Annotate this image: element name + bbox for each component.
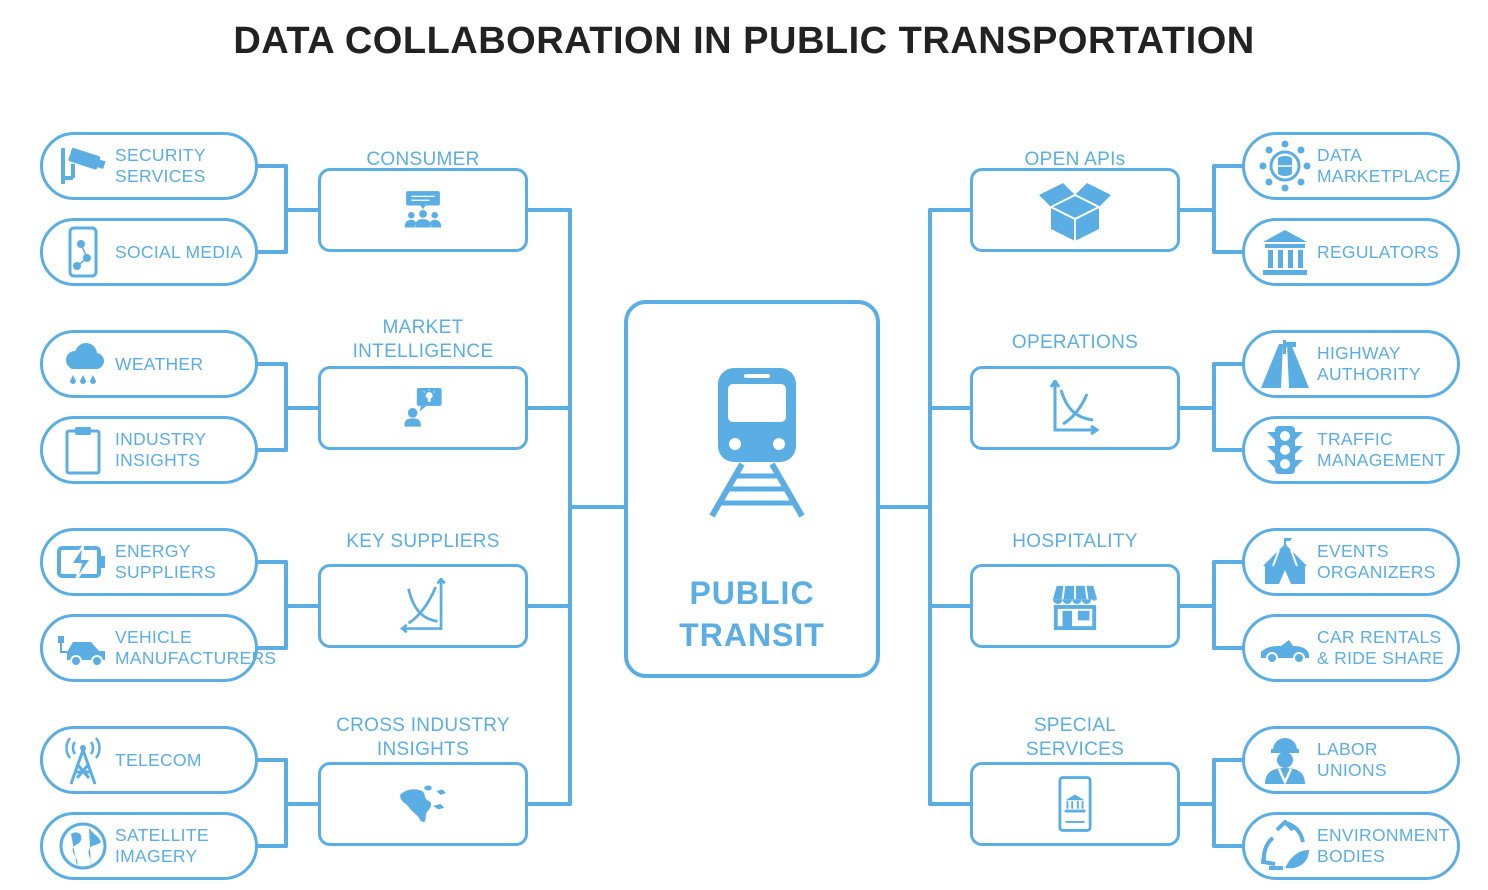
category-box-key-suppliers[interactable] [318,564,528,648]
source-pill-energy-suppliers[interactable]: ENERGY SUPPLIERS [40,528,258,596]
supply-demand-chart-icon [399,578,447,634]
source-label: VEHICLE MANUFACTURERS [115,627,277,668]
category-label-operations: OPERATIONS [1011,332,1139,353]
category-label-consumer: CONSUMER [366,149,480,170]
security-camera-icon [57,140,109,192]
consumer-group-icon [397,191,449,229]
source-label: CAR RENTALS & RIDE SHARE [1317,627,1445,668]
source-label: SATELLITE IMAGERY [115,825,209,866]
idea-person-icon [403,388,443,428]
category-label-cross-industry-insights: CROSS INDUSTRY INSIGHTS [336,715,510,760]
category-label-special-services: SPECIAL SERVICES [1025,715,1125,760]
source-pill-traffic-management[interactable]: TRAFFIC MANAGEMENT [1242,416,1460,484]
source-label: REGULATORS [1317,241,1439,262]
category-label-hospitality: HOSPITALITY [1012,531,1138,552]
source-pill-weather[interactable]: WEATHER [40,330,258,398]
category-label-market-intelligence: MARKET INTELLIGENCE [352,317,494,362]
category-box-consumer[interactable] [318,168,528,252]
battery-icon [57,536,109,588]
train-icon [709,368,805,518]
government-building-icon [1259,226,1311,278]
source-label: ENERGY SUPPLIERS [115,541,216,582]
source-pill-industry-insights[interactable]: INDUSTRY INSIGHTS [40,416,258,484]
category-label-open-apis: OPEN APIs [1024,149,1126,170]
storefront-icon [1050,582,1100,630]
category-box-operations[interactable] [970,366,1180,450]
worker-icon [1259,734,1311,786]
source-label: LABOR UNIONS [1317,739,1387,780]
source-pill-telecom[interactable]: TELECOM [40,726,258,794]
antenna-tower-icon [57,734,109,786]
source-label: TRAFFIC MANAGEMENT [1317,429,1446,470]
source-label: WEATHER [115,353,204,374]
source-pill-environment-bodies[interactable]: ENVIRONMENT BODIES [1242,812,1460,880]
highway-icon [1259,338,1311,390]
electric-car-icon [57,622,109,674]
operations-chart-icon [1049,380,1101,436]
clipboard-icon [57,424,109,476]
category-box-open-apis[interactable] [970,168,1180,252]
source-pill-vehicle-manufacturers[interactable]: VEHICLE MANUFACTURERS [40,614,276,682]
source-label: DATA MARKETPLACE [1317,145,1451,186]
recycle-leaf-icon [1259,820,1311,872]
circus-tent-icon [1259,536,1311,588]
source-pill-highway-authority[interactable]: HIGHWAY AUTHORITY [1242,330,1460,398]
source-label: INDUSTRY INSIGHTS [115,429,207,470]
convertible-car-icon [1259,622,1311,674]
rain-cloud-icon [57,338,109,390]
source-label: EVENTS ORGANIZERS [1317,541,1436,582]
source-label: HIGHWAY AUTHORITY [1317,343,1421,384]
category-box-market-intelligence[interactable] [318,366,528,450]
world-map-icon [394,782,452,826]
source-pill-data-marketplace[interactable]: DATA MARKETPLACE [1242,132,1460,200]
category-box-special-services[interactable] [970,762,1180,846]
open-box-icon [1039,175,1111,245]
source-label: TELECOM [115,749,202,770]
category-box-cross-industry-insights[interactable] [318,762,528,846]
database-network-icon [1259,140,1311,192]
page-title: DATA COLLABORATION IN PUBLIC TRANSPORTAT… [233,20,1255,62]
source-pill-labor-unions[interactable]: LABOR UNIONS [1242,726,1460,794]
source-label: SECURITY SERVICES [115,145,206,186]
source-pill-satellite-imagery[interactable]: SATELLITE IMAGERY [40,812,258,880]
source-pill-car-rentals-ride-share[interactable]: CAR RENTALS & RIDE SHARE [1242,614,1460,682]
source-label: ENVIRONMENT BODIES [1317,825,1450,866]
mobile-bank-icon [1058,774,1092,834]
source-pill-events-organizers[interactable]: EVENTS ORGANIZERS [1242,528,1460,596]
globe-icon [57,820,109,872]
social-phone-icon [57,226,109,278]
category-label-key-suppliers: KEY SUPPLIERS [346,531,500,552]
source-pill-security-services[interactable]: SECURITY SERVICES [40,132,258,200]
center-label: PUBLIC TRANSIT [679,575,825,653]
source-pill-regulators[interactable]: REGULATORS [1242,218,1460,286]
category-box-hospitality[interactable] [970,564,1180,648]
source-pill-social-media[interactable]: SOCIAL MEDIA [40,218,258,286]
center-node[interactable]: PUBLIC TRANSIT [624,300,880,678]
traffic-light-icon [1259,424,1311,476]
source-label: SOCIAL MEDIA [115,241,243,262]
